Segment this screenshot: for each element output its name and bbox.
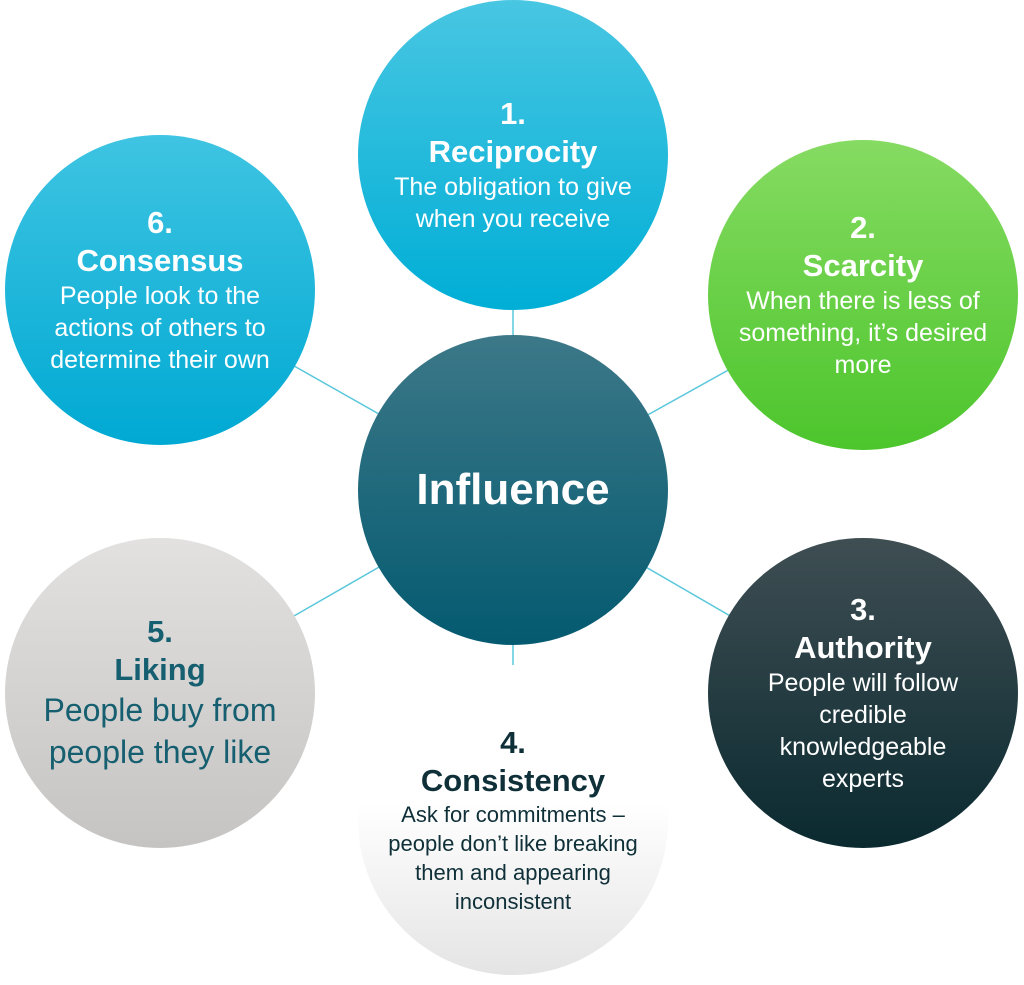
principle-number: 4. bbox=[500, 725, 526, 760]
principle-description: The obligation to give when you receive bbox=[394, 173, 632, 233]
principle-title: Authority bbox=[794, 630, 932, 665]
principle-description: Ask for commitments – people don’t like … bbox=[388, 802, 638, 914]
center-title: Influence bbox=[416, 465, 610, 514]
principle-number: 5. bbox=[147, 614, 173, 649]
principle-title: Liking bbox=[114, 652, 206, 687]
center-influence: Influence bbox=[358, 335, 668, 645]
principle-scarcity: 2. Scarcity When there is less of someth… bbox=[708, 140, 1018, 450]
principle-description: People look to the actions of others to … bbox=[50, 282, 270, 374]
principle-consistency: 4. Consistency Ask for commitments – peo… bbox=[358, 665, 668, 975]
principle-title: Consensus bbox=[76, 243, 244, 278]
principle-reciprocity: 1. Reciprocity The obligation to give wh… bbox=[358, 0, 668, 310]
principle-title: Consistency bbox=[420, 763, 606, 798]
principle-title: Scarcity bbox=[802, 248, 924, 283]
principle-number: 2. bbox=[850, 210, 876, 245]
principle-description: When there is less of something, it’s de… bbox=[738, 287, 988, 379]
principle-authority: 3. Authority People will follow credible… bbox=[708, 538, 1018, 848]
principle-description: People will follow credible knowledgeabl… bbox=[767, 669, 959, 793]
principle-title: Reciprocity bbox=[428, 134, 598, 169]
principle-consensus: 6. Consensus People look to the actions … bbox=[5, 135, 315, 445]
principle-number: 6. bbox=[147, 205, 173, 240]
principle-number: 1. bbox=[500, 96, 526, 131]
principle-description: People buy from people they like bbox=[43, 692, 277, 770]
principle-number: 3. bbox=[850, 592, 876, 627]
principle-liking: 5. Liking People buy from people they li… bbox=[5, 538, 315, 848]
